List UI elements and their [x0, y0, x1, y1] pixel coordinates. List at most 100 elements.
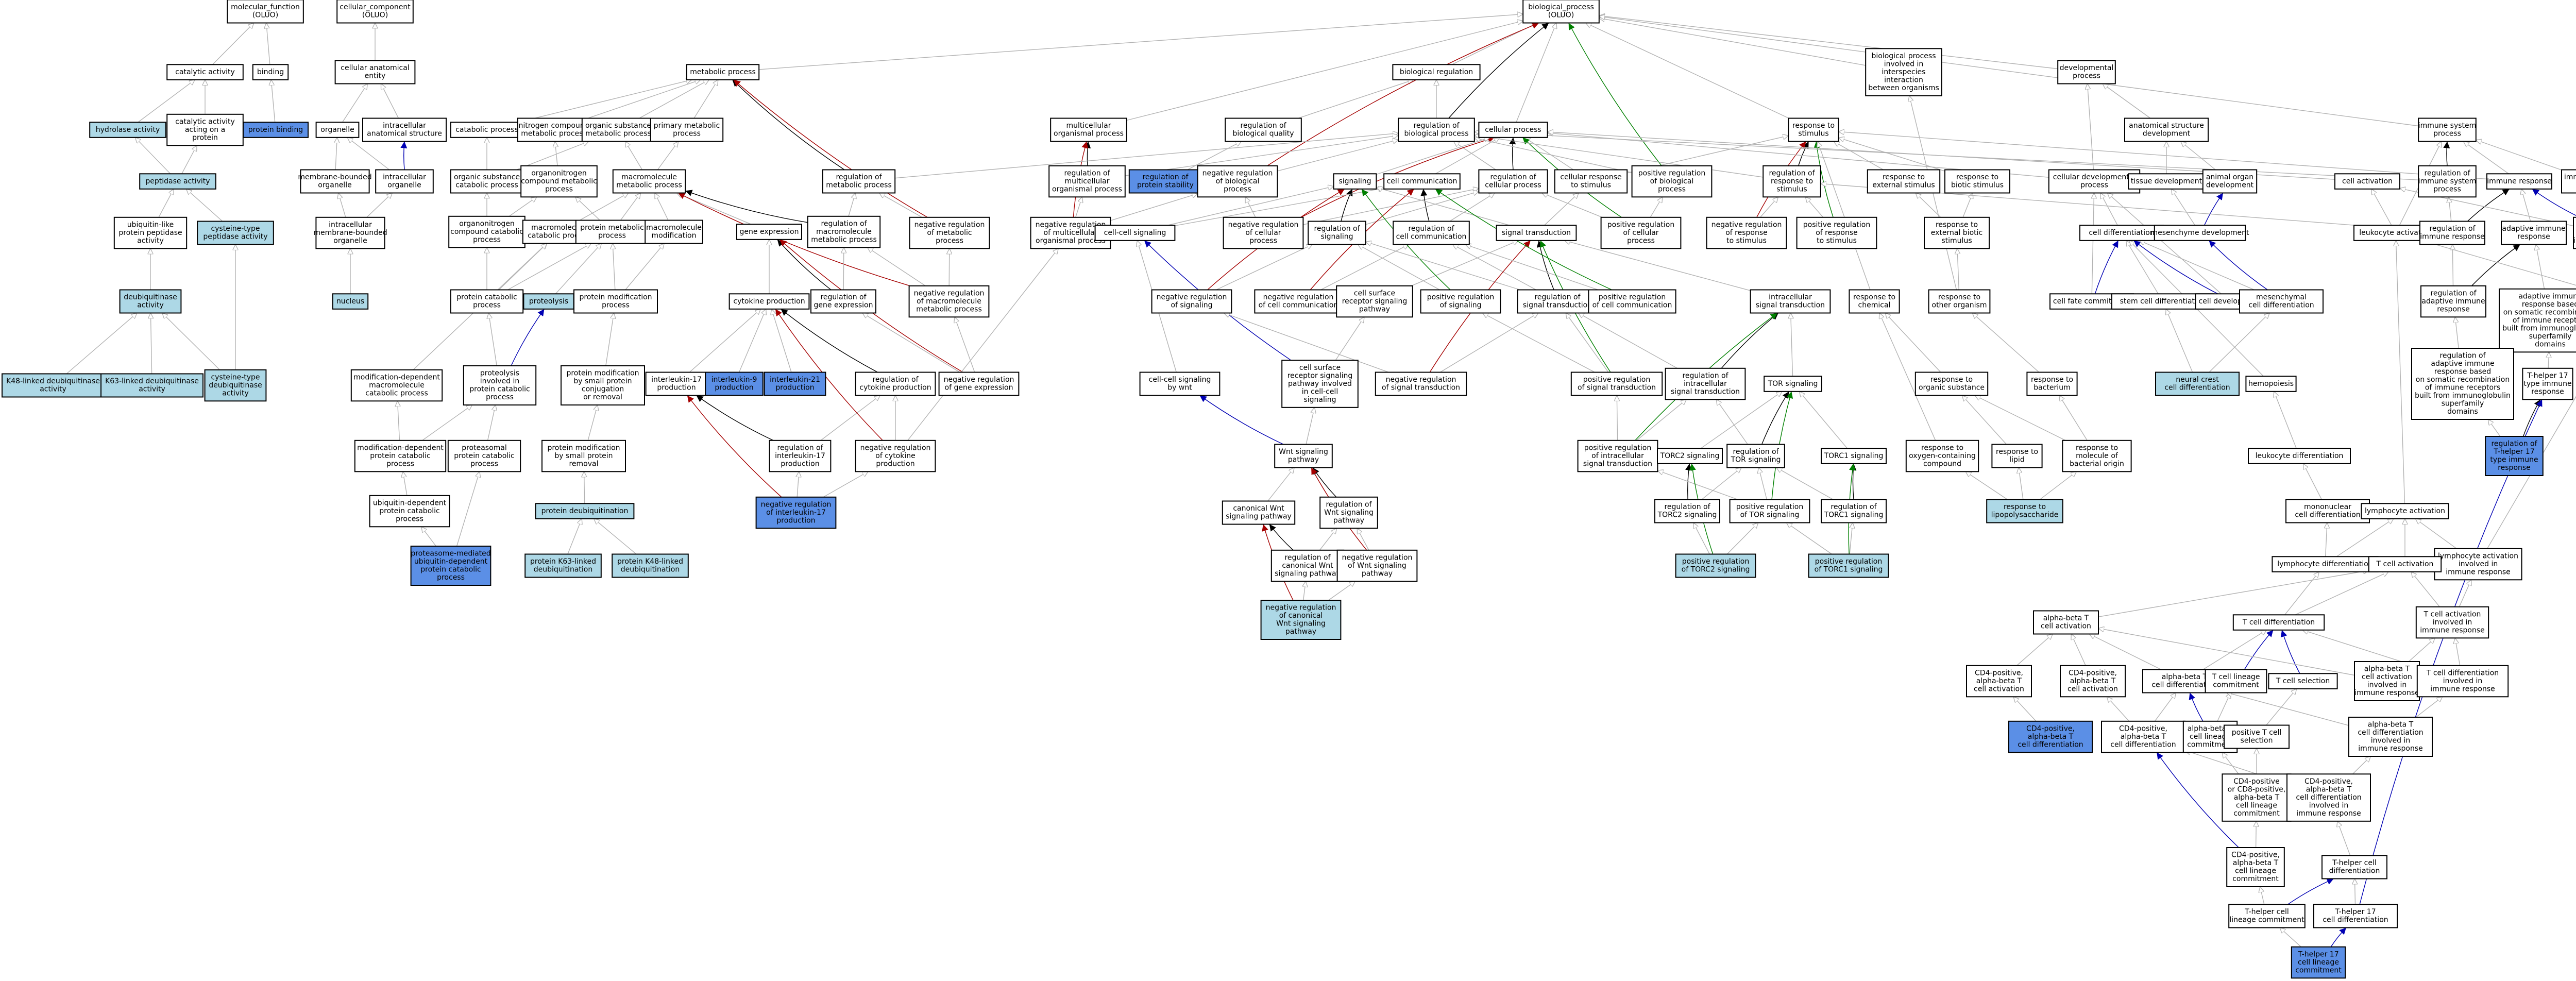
edge-is-a — [489, 313, 497, 366]
edge-regulates — [1798, 141, 1809, 166]
node-label-line: catalytic activity — [175, 117, 235, 126]
edge-occurs-in — [2189, 692, 2204, 722]
edge-is-a — [693, 80, 718, 119]
node-label-line: process — [486, 393, 514, 401]
node-box — [2573, 216, 2576, 249]
node-label-line: of intracellular — [1591, 452, 1644, 460]
node-label-line: chemical — [1858, 301, 1891, 310]
node-box — [2354, 661, 2420, 701]
node-box — [1254, 289, 1343, 314]
node-box — [1225, 117, 1302, 142]
node-label-line: production — [876, 460, 914, 468]
node-label-line: negative regulation — [944, 376, 1014, 384]
edge-is-a — [347, 138, 390, 171]
node-box — [2368, 556, 2442, 572]
node-label-line: of immune receptors — [2425, 384, 2500, 392]
edge-is-a — [2295, 572, 2388, 615]
node-box — [573, 289, 658, 314]
node-box — [1865, 48, 1942, 96]
node-label-line: positive regulation — [1583, 376, 1650, 384]
node-label-line: adaptive immune — [2431, 360, 2494, 368]
node-label-line: cell differentiation — [2110, 740, 2176, 749]
node-label-line: involved in — [2433, 618, 2472, 627]
node-label-line: of biological — [1650, 177, 1694, 185]
node-label-line: organonitrogen — [531, 169, 587, 177]
edges-layer — [66, 14, 2576, 948]
node-box — [1048, 165, 1126, 198]
node-label-line: cell differentiation — [2296, 793, 2361, 802]
node-box — [1554, 169, 1628, 194]
node-box — [315, 122, 360, 138]
edge-is-a — [2260, 887, 2265, 905]
node-label-line: intracellular — [1684, 380, 1727, 388]
edge-is-a — [2217, 693, 2231, 722]
node-box — [463, 365, 537, 405]
node-label-line: or CD8-positive, — [2228, 785, 2286, 793]
node-label-line: signaling pathway — [1275, 569, 1341, 578]
node-label-line: response to — [2004, 503, 2046, 511]
node-label-line: cell lineage — [2235, 867, 2276, 875]
node-catalytic: catalytic activity — [166, 64, 244, 80]
node-label-line: stimulus — [1798, 130, 1828, 138]
node-label-line: of cell communication — [1592, 301, 1672, 310]
node-label-line: regulation of — [1769, 169, 1815, 177]
edge-is-a — [2126, 241, 2159, 294]
node-protein-deub: protein deubiquitination — [535, 503, 635, 519]
node-box — [1336, 285, 1413, 318]
node-label-line: of macromolecule — [917, 297, 981, 306]
edge-is-a — [1566, 313, 1609, 373]
edge-is-a — [2548, 352, 2549, 368]
node-label-line: organic substance — [585, 122, 651, 130]
node-label-line: molecule of — [2076, 452, 2119, 460]
node-label-line: protein catabolic — [370, 452, 431, 460]
edge-is-a — [2422, 241, 2576, 286]
node-box — [686, 64, 760, 80]
node-label-line: of cellular — [1623, 229, 1658, 237]
edge-is-a — [862, 313, 960, 373]
edge-is-a — [1306, 408, 1314, 445]
edge-is-a — [1759, 468, 1767, 500]
node-label-line: process — [673, 130, 701, 138]
node-label-line: immune response — [2358, 745, 2423, 753]
edge-is-a — [587, 405, 598, 441]
edge-is-a — [507, 244, 591, 291]
node-label-line: K63-linked deubiquitinase — [105, 377, 199, 385]
node-box — [375, 169, 434, 194]
node-label-line: peptidase activity — [203, 233, 267, 241]
node-label-line: intracellular — [329, 221, 372, 229]
node-box — [1522, 0, 1600, 24]
node-label-line: gene expression — [814, 301, 873, 310]
edge-is-a — [518, 80, 691, 123]
edge-is-a — [2092, 193, 2094, 294]
node-label-line: response to — [1956, 173, 1998, 181]
edge-is-a — [1435, 138, 1500, 174]
edge-is-a — [2256, 821, 2257, 848]
node-tor: TOR signaling — [1764, 376, 1822, 392]
edge-negatively-regulates — [775, 309, 883, 441]
node-label-line: positive regulation — [1815, 557, 1882, 566]
edge-is-a — [1320, 245, 1409, 291]
node-label-line: process — [545, 185, 573, 193]
node-label-line: signaling pathway — [1226, 513, 1292, 521]
edge-is-a — [1110, 194, 1197, 221]
edge-is-a — [1716, 399, 1748, 445]
node-box — [1420, 289, 1501, 314]
node-label-line: modification-dependent — [357, 444, 444, 452]
